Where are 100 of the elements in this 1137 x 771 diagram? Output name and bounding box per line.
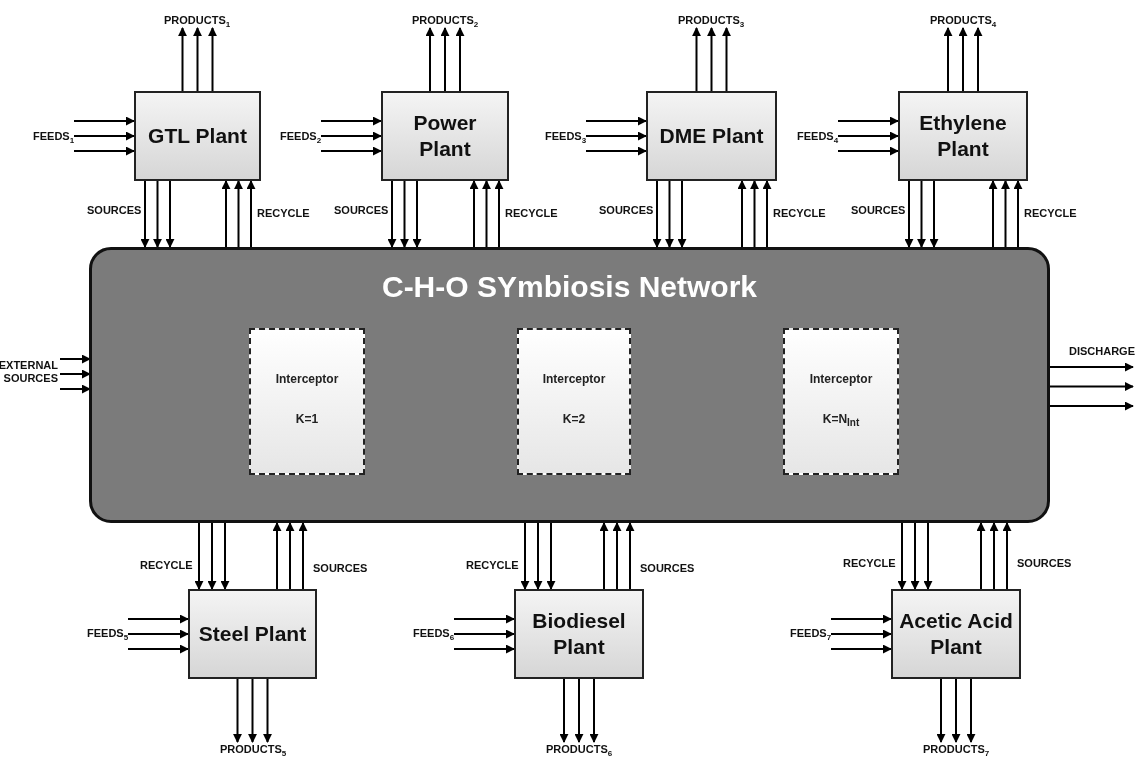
arrow <box>193 27 202 92</box>
arrow <box>958 27 968 92</box>
arrow <box>482 180 491 248</box>
arrow <box>837 116 899 126</box>
interceptor-box <box>517 328 631 475</box>
arrow <box>73 131 135 141</box>
arrow <box>387 180 397 248</box>
stream-label: PRODUCTS$_{5}$ <box>220 743 287 756</box>
arrow <box>585 116 647 126</box>
flow-label: SOURCES <box>87 204 142 217</box>
stream-label: DISCHARGE <box>1069 345 1135 358</box>
arrow <box>248 678 257 743</box>
arrow <box>272 522 282 590</box>
plant-box <box>188 589 317 679</box>
arrow <box>73 116 135 126</box>
arrow <box>943 27 953 92</box>
plant-name: Steel Plant <box>198 621 307 647</box>
arrow <box>453 644 515 654</box>
arrow <box>976 522 986 590</box>
arrow <box>127 614 189 624</box>
arrow <box>585 146 647 156</box>
arrow <box>830 644 892 654</box>
interceptor-label: Interceptor <box>809 372 873 386</box>
arrow <box>837 131 899 141</box>
arrow <box>178 27 187 92</box>
arrow <box>1002 522 1012 590</box>
arrow <box>520 522 530 590</box>
stream-label: FEEDS$_{2}$ <box>280 130 322 143</box>
arrow <box>127 644 189 654</box>
arrow <box>589 678 599 743</box>
arrow <box>625 522 635 590</box>
arrow <box>400 180 409 248</box>
flow-label: RECYCLE <box>843 557 896 570</box>
stream-label: FEEDS$_{5}$ <box>87 627 129 640</box>
flow-label: SOURCES <box>313 562 368 575</box>
arrow <box>453 614 515 624</box>
plant-name: Power Plant <box>412 110 478 162</box>
network-box <box>89 247 1050 523</box>
stream-label: PRODUCTS$_{4}$ <box>930 14 997 27</box>
arrow <box>929 180 939 248</box>
arrow <box>320 131 382 141</box>
interceptor-box <box>249 328 365 475</box>
arrow <box>989 522 999 590</box>
flow-label: SOURCES <box>1017 557 1072 570</box>
flow-label: SOURCES <box>851 204 906 217</box>
plant-box <box>514 589 644 679</box>
arrow <box>234 180 243 248</box>
arrow <box>453 629 515 639</box>
arrow <box>904 180 914 248</box>
arrow <box>1049 382 1134 391</box>
arrow <box>59 354 91 364</box>
flow-label: RECYCLE <box>466 559 519 572</box>
arrow <box>665 180 674 248</box>
arrow <box>127 629 189 639</box>
arrow <box>208 27 217 92</box>
arrow <box>830 614 892 624</box>
arrow <box>220 522 230 590</box>
arrow <box>692 27 701 92</box>
arrow <box>533 522 543 590</box>
arrow <box>140 180 150 248</box>
stream-label: PRODUCTS$_{3}$ <box>678 14 745 27</box>
interceptor-index: K=N$_{Int}$ <box>822 412 860 429</box>
flow-label: RECYCLE <box>505 207 558 220</box>
arrow <box>73 146 135 156</box>
flow-label: RECYCLE <box>257 207 310 220</box>
stream-label: FEEDS$_{7}$ <box>790 627 832 640</box>
plant-name: GTL Plant <box>148 123 247 149</box>
interceptor-index: K=1 <box>295 412 319 426</box>
arrow <box>830 629 892 639</box>
arrow <box>917 180 926 248</box>
arrow <box>320 146 382 156</box>
plant-box <box>381 91 509 181</box>
network-title: C-H-O SYmbiosis Network <box>381 270 758 304</box>
arrow <box>263 678 272 743</box>
arrow <box>412 180 422 248</box>
arrow <box>923 522 933 590</box>
plant-name: Biodiesel Plant <box>531 608 627 660</box>
arrow <box>559 678 569 743</box>
arrow <box>546 522 556 590</box>
flow-label: RECYCLE <box>140 559 193 572</box>
stream-label: FEEDS$_{6}$ <box>413 627 455 640</box>
arrow <box>455 27 465 92</box>
stream-label: PRODUCTS$_{2}$ <box>412 14 479 27</box>
arrow <box>707 27 716 92</box>
arrow <box>194 522 204 590</box>
arrow <box>153 180 162 248</box>
arrow <box>1049 362 1134 372</box>
flow-label: SOURCES <box>334 204 389 217</box>
plant-box <box>898 91 1028 181</box>
arrow <box>165 180 175 248</box>
arrow <box>1049 401 1134 411</box>
stream-label: FEEDS$_{3}$ <box>545 130 587 143</box>
arrow <box>1001 180 1010 248</box>
flow-label: SOURCES <box>640 562 695 575</box>
arrow <box>837 146 899 156</box>
arrow <box>988 180 998 248</box>
arrow <box>973 27 983 92</box>
arrow <box>722 27 731 92</box>
stream-label: EXTERNAL SOURCES <box>0 359 58 385</box>
plant-name: DME Plant <box>659 123 764 149</box>
